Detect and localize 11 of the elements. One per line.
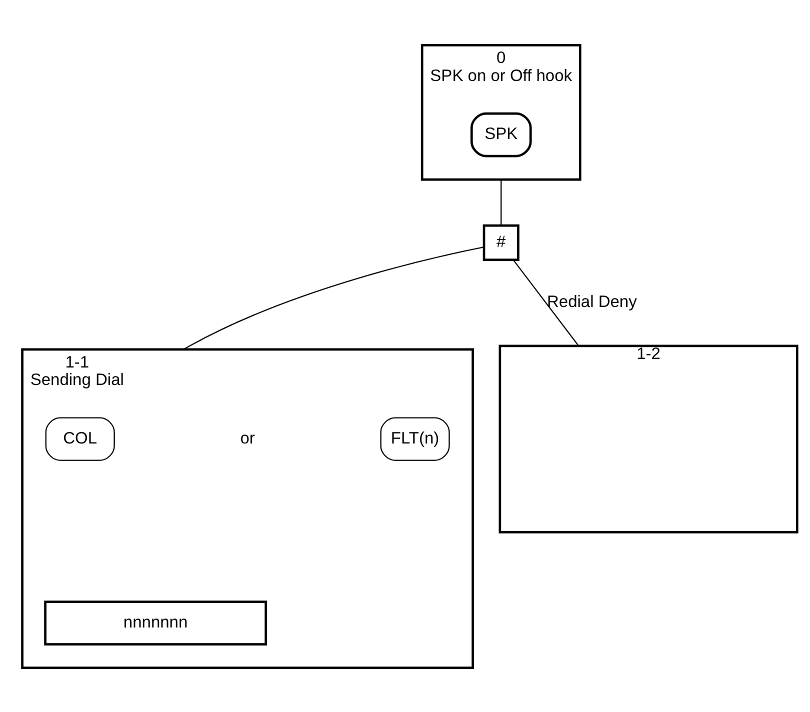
node-box: COL [45, 416, 115, 460]
node-box: SPK [470, 112, 532, 157]
connector [500, 179, 502, 225]
label: or [240, 428, 255, 447]
connector [512, 259, 579, 346]
node-box: FLT(n) [380, 416, 450, 460]
connector [183, 246, 484, 350]
node-box: # [482, 224, 520, 260]
node-box: nnnnnnn [44, 600, 268, 645]
node-box: 1-2 [498, 344, 798, 533]
edge-label: Redial Deny [546, 292, 637, 311]
